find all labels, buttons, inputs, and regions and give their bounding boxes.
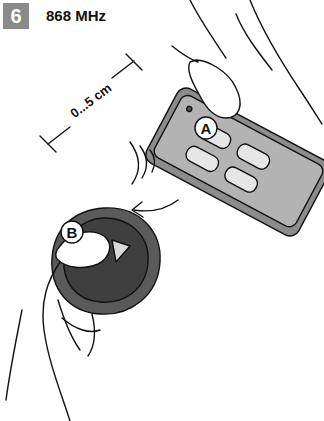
callout-letter: A: [194, 116, 218, 140]
hand-outline: [190, 0, 226, 58]
hand-outline: [172, 46, 198, 62]
radio-wave: [140, 146, 147, 178]
step-number: 6: [3, 3, 29, 29]
dimension-label: 0...5 cm: [67, 80, 114, 121]
dimension-line: [112, 61, 134, 78]
keyfob-receiver: [52, 208, 160, 314]
radio-wave: [130, 142, 139, 184]
node-text: B: [67, 225, 78, 240]
hand-outline: [6, 310, 22, 400]
motion-arrow: [134, 200, 178, 211]
hand-outline: [43, 262, 70, 421]
callout-letter: B: [60, 220, 84, 244]
extension-line: [126, 54, 142, 70]
extension-line: [40, 136, 56, 152]
hand-outline: [236, 14, 272, 70]
node-text: 6: [10, 6, 21, 26]
hand-outline: [250, 0, 322, 124]
node-text: A: [201, 121, 212, 136]
hand-outline: [58, 300, 80, 350]
dimension-line: [48, 127, 70, 144]
radio-wave: [150, 150, 155, 172]
hand-outline: [88, 314, 95, 356]
thumb-outline: [189, 60, 240, 118]
frequency-label: 868 MHz: [46, 7, 106, 24]
